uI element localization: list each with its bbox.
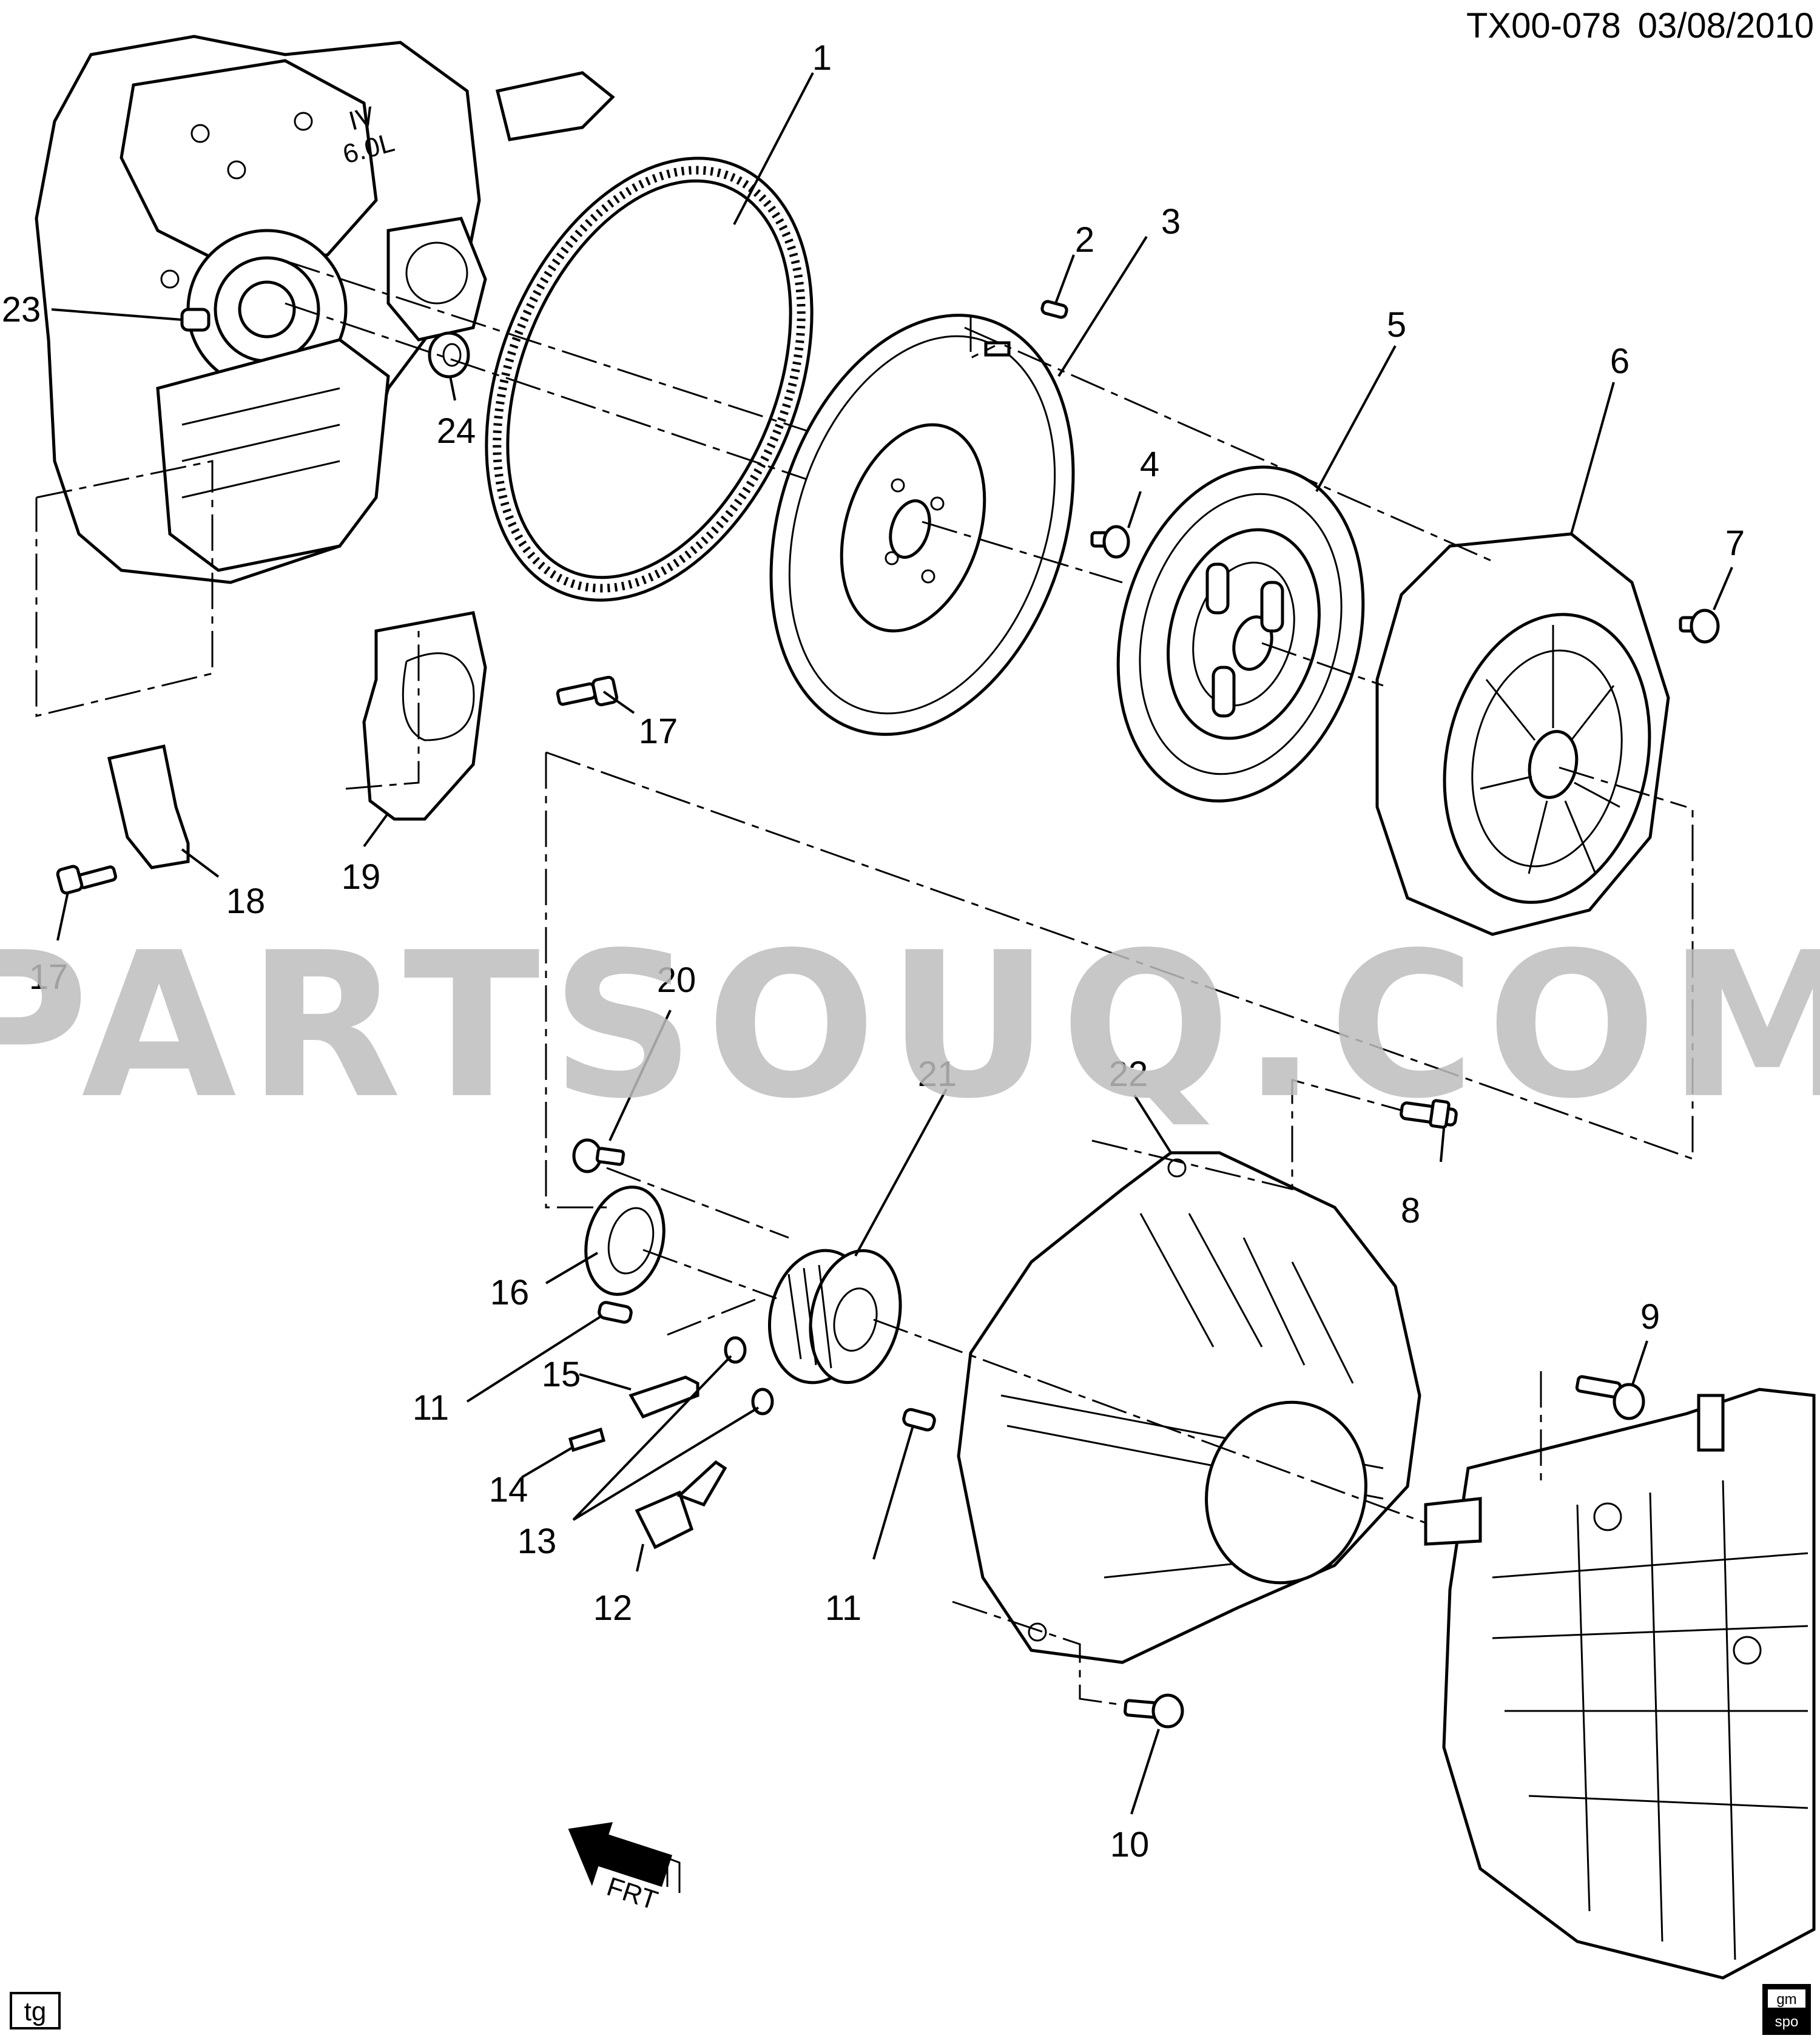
part-17-bolt-upper (556, 675, 619, 707)
corner-tag-left-text: tg (24, 1997, 47, 2026)
part-7-bolt (1679, 609, 1720, 644)
watermark: PARTSOUQ.COM (0, 909, 1820, 1142)
part-22-bellhousing (957, 1151, 1421, 1664)
engine-block: IV 6.0L (35, 35, 615, 584)
callout-16: 16 (490, 1273, 530, 1312)
callout-12: 12 (593, 1588, 633, 1628)
callout-3: 3 (1161, 202, 1181, 241)
callout-2: 2 (1075, 220, 1094, 260)
part-16-seal (584, 1186, 666, 1296)
callout-15: 15 (542, 1355, 581, 1394)
part-15-fitting (629, 1375, 699, 1419)
part-17-bolt-lower (56, 865, 117, 895)
logo-gm-text: gm (1776, 1991, 1796, 2008)
part-23-plug (180, 308, 211, 332)
part-2-dowel (1040, 300, 1068, 319)
assembly-center-lines (35, 260, 1694, 1706)
corner-tag-left: tg (10, 1992, 61, 2029)
diagram-header: TX00-078 03/08/2010 (1466, 6, 1814, 46)
part-3-flywheel (769, 314, 1075, 736)
callout-1: 1 (812, 38, 832, 78)
part-9-bolt (1575, 1375, 1645, 1420)
part-14-bleeder (568, 1427, 606, 1452)
part-12-connector (635, 1460, 727, 1550)
callout-21: 21 (918, 1054, 957, 1094)
part-20-bolt (572, 1138, 625, 1173)
callout-24: 24 (437, 411, 476, 451)
callout-22: 22 (1109, 1054, 1148, 1094)
callout-10: 10 (1110, 1825, 1150, 1864)
callout-8: 8 (1401, 1191, 1420, 1230)
front-direction-arrow: FRT (568, 1822, 681, 1916)
part-19-cover-plate (362, 611, 487, 821)
part-10-bolt (1124, 1693, 1184, 1729)
gm-spo-logo: gm spo (1762, 1984, 1811, 2035)
part-5-clutch-disc (1116, 465, 1365, 803)
diagram-id: TX00-078 (1466, 6, 1621, 46)
callout-18: 18 (226, 882, 266, 921)
transmission (1424, 1388, 1816, 1980)
callout-11-right: 11 (825, 1588, 861, 1628)
logo-spo-text: spo (1775, 2014, 1799, 2030)
callout-17-upper: 17 (639, 712, 678, 751)
part-8-stud (1400, 1099, 1458, 1129)
part-4-bolt (1090, 525, 1130, 559)
callout-19: 19 (342, 857, 381, 897)
callout-5: 5 (1387, 305, 1406, 345)
callout-11-left: 11 (413, 1388, 449, 1428)
callout-17-lower: 17 (29, 957, 69, 997)
part-11-dowel-left (598, 1301, 633, 1324)
part-11-dowel-right (902, 1408, 936, 1432)
callout-9: 9 (1640, 1297, 1660, 1337)
callout-4: 4 (1140, 445, 1159, 484)
part-21-slave-cylinder (767, 1249, 902, 1385)
callout-labels: 1 2 3 4 5 6 7 8 9 10 11 11 12 13 14 15 1… (2, 38, 1745, 1864)
callout-6: 6 (1610, 342, 1630, 381)
callout-20: 20 (657, 960, 696, 1000)
diagram-date: 03/08/2010 (1638, 6, 1814, 46)
part-24-seal (428, 331, 470, 379)
callout-14: 14 (489, 1470, 528, 1510)
callout-7: 7 (1725, 524, 1745, 563)
callout-13: 13 (517, 1522, 557, 1561)
callout-leaders (51, 72, 1733, 1815)
part-18-shield (107, 744, 190, 869)
part-6-pressure-plate (1375, 532, 1670, 936)
callout-23: 23 (2, 290, 41, 329)
